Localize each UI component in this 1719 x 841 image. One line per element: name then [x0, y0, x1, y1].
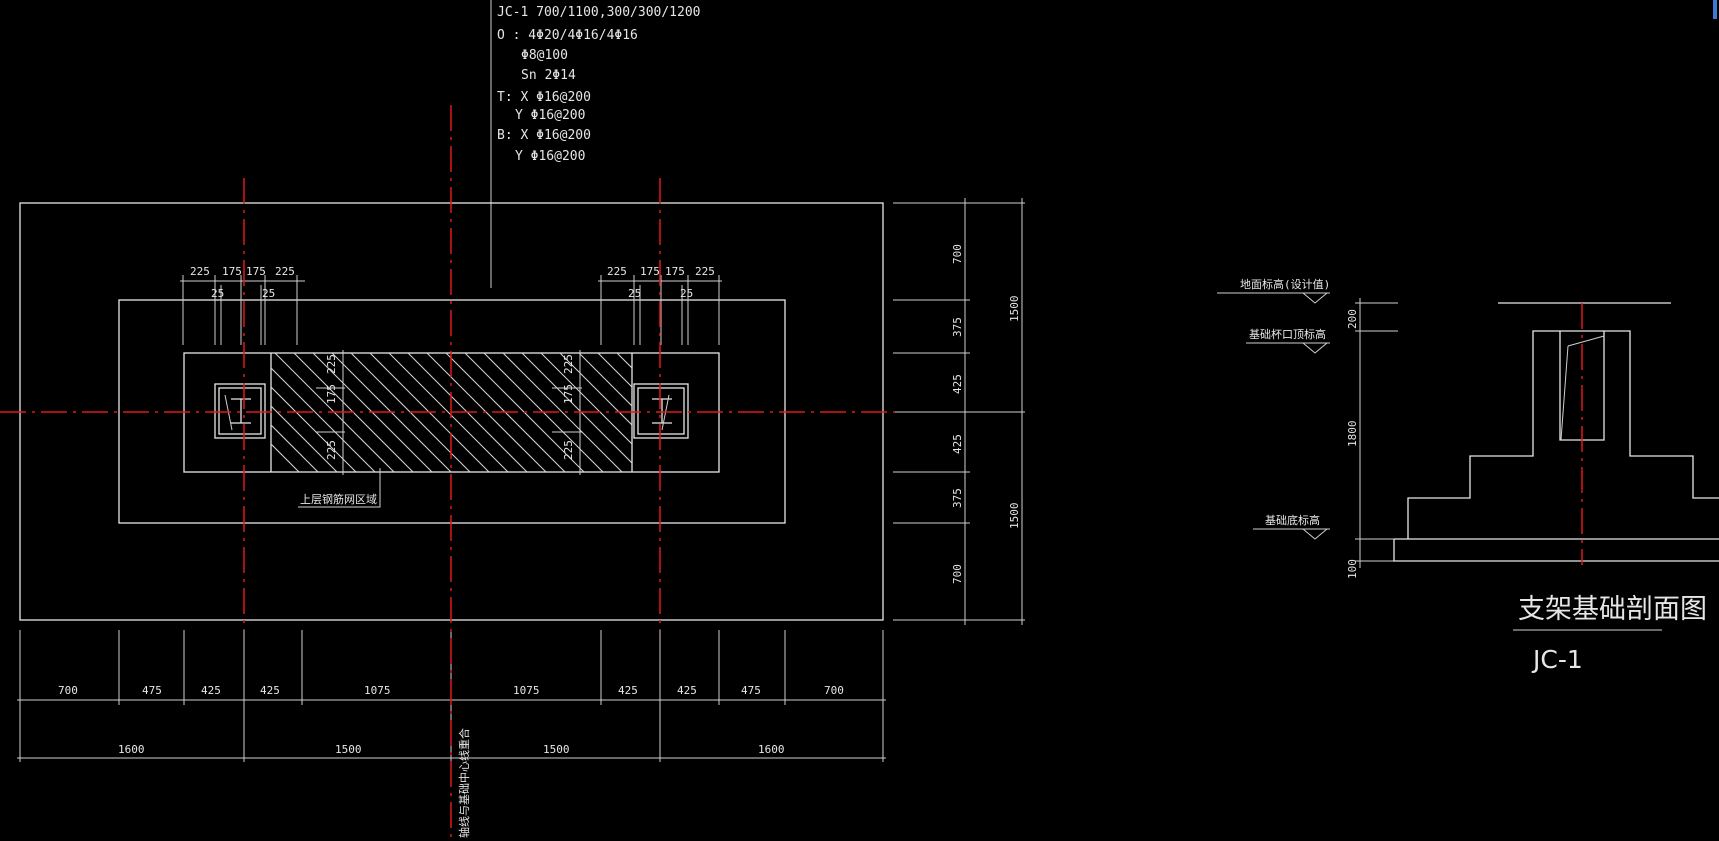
svg-text:425: 425: [260, 684, 280, 697]
footing-bottom-level-label: 基础底标高: [1265, 513, 1320, 527]
hatch-line: [271, 405, 338, 472]
svg-text:700: 700: [824, 684, 844, 697]
svg-text:225: 225: [562, 354, 575, 374]
hatch-line: [578, 353, 632, 407]
svg-text:225: 225: [325, 440, 338, 460]
scroll-indicator[interactable]: [1713, 0, 1717, 19]
svg-text:25: 25: [262, 287, 275, 300]
top-dimension-left: 225 175 175 225 25 25: [180, 265, 305, 345]
column-socket-right: [633, 383, 689, 439]
svg-text:225: 225: [190, 265, 210, 278]
svg-text:175: 175: [640, 265, 660, 278]
hatch-line: [750, 353, 869, 472]
svg-text:1500: 1500: [543, 743, 570, 756]
annotation-line-2: O : 4Φ20/4Φ16/4Φ16: [497, 28, 638, 43]
axis-label: 轴线与基础中心线重合: [457, 728, 471, 838]
right-dimension-chain: 700 375 425 425 375 700 1500 1500: [893, 198, 1025, 625]
svg-text:175: 175: [222, 265, 242, 278]
rebar-annotation: JC-1 700/1100,300/300/1200 O : 4Φ20/4Φ16…: [490, 0, 701, 288]
svg-text:1600: 1600: [118, 743, 145, 756]
svg-text:1075: 1075: [513, 684, 540, 697]
section-subtitle: JC-1: [1531, 645, 1583, 674]
hatch-line: [271, 367, 376, 472]
svg-text:1075: 1075: [364, 684, 391, 697]
svg-text:175: 175: [246, 265, 266, 278]
svg-text:175: 175: [562, 384, 575, 404]
annotation-line-6: Y Φ16@200: [515, 108, 585, 123]
axis-lines: [0, 105, 895, 841]
svg-text:200: 200: [1346, 309, 1359, 329]
svg-text:1800: 1800: [1346, 421, 1359, 448]
hatch-line: [271, 424, 319, 472]
hatch-line: [502, 353, 623, 472]
hatch-line: [636, 353, 755, 472]
svg-text:100: 100: [1346, 559, 1359, 579]
svg-text:25: 25: [628, 287, 641, 300]
ground-level-label: 地面标高(设计值): [1240, 277, 1330, 291]
annotation-line-8: Y Φ16@200: [515, 149, 585, 164]
svg-text:425: 425: [677, 684, 697, 697]
cup-top-level-label: 基础杯口顶标高: [1249, 327, 1326, 341]
svg-text:1500: 1500: [1008, 296, 1021, 323]
svg-text:425: 425: [201, 684, 221, 697]
svg-text:700: 700: [58, 684, 78, 697]
svg-text:25: 25: [211, 287, 224, 300]
svg-text:175: 175: [325, 384, 338, 404]
foundation-plan: 上层钢筋网区域 225 175 225 225 175 225 2: [0, 105, 1025, 841]
bottom-dimension-chain: 700 475 425 425 1075 1075 425 425 475 70…: [17, 630, 886, 762]
hatch-line: [540, 353, 632, 445]
svg-text:700: 700: [951, 564, 964, 584]
inner-vertical-dims: 225 175 225 225 175 225: [316, 350, 582, 475]
svg-text:225: 225: [695, 265, 715, 278]
section-title: 支架基础剖面图: [1518, 594, 1707, 625]
column-socket-left: [214, 383, 266, 439]
annotation-line-3: Φ8@100: [521, 48, 568, 63]
svg-text:375: 375: [951, 317, 964, 337]
hatch-region-label: 上层钢筋网区域: [300, 492, 377, 506]
svg-text:425: 425: [951, 374, 964, 394]
hatch-line: [271, 443, 300, 472]
foundation-section: 地面标高(设计值) 基础杯口顶标高 基础底标高 200 1800 100 支架基…: [1217, 277, 1719, 674]
svg-text:475: 475: [741, 684, 761, 697]
svg-text:475: 475: [142, 684, 162, 697]
svg-text:175: 175: [665, 265, 685, 278]
svg-text:425: 425: [951, 434, 964, 454]
svg-text:225: 225: [275, 265, 295, 278]
hatch-line: [388, 353, 509, 472]
hatch-line: [674, 353, 793, 472]
svg-text:375: 375: [951, 488, 964, 508]
annotation-line-5: T: X Φ16@200: [497, 90, 591, 105]
annotation-line-4: Sn 2Φ14: [521, 68, 576, 83]
svg-text:1500: 1500: [1008, 503, 1021, 530]
svg-text:700: 700: [951, 244, 964, 264]
svg-text:25: 25: [680, 287, 693, 300]
hatch-line: [426, 353, 547, 472]
svg-text:225: 225: [562, 440, 575, 460]
svg-text:225: 225: [607, 265, 627, 278]
svg-text:1600: 1600: [758, 743, 785, 756]
annotation-line-1: JC-1 700/1100,300/300/1200: [497, 5, 701, 20]
hatch-line: [597, 353, 632, 388]
svg-text:1500: 1500: [335, 743, 362, 756]
svg-text:425: 425: [618, 684, 638, 697]
top-dimension-right: 225 175 175 225 25 25: [598, 265, 722, 345]
annotation-line-7: B: X Φ16@200: [497, 128, 591, 143]
svg-text:225: 225: [325, 354, 338, 374]
